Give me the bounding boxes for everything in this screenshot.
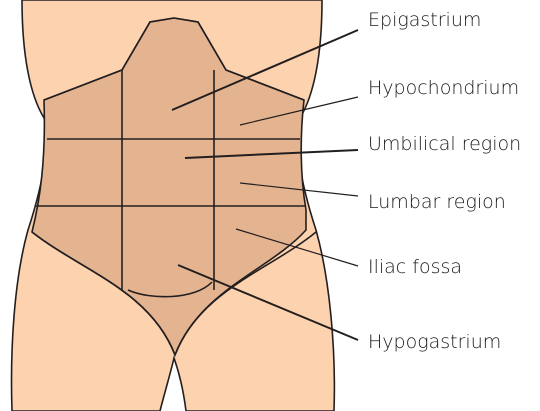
label-lumbar-region: Lumbar region	[368, 193, 506, 212]
label-epigastrium: Epigastrium	[368, 11, 481, 30]
label-hypochondrium: Hypochondrium	[368, 79, 519, 98]
label-hypogastrium: Hypogastrium	[368, 333, 501, 352]
label-iliac-fossa: Iliac fossa	[368, 258, 462, 277]
label-umbilical-region: Umbilical region	[368, 135, 521, 154]
